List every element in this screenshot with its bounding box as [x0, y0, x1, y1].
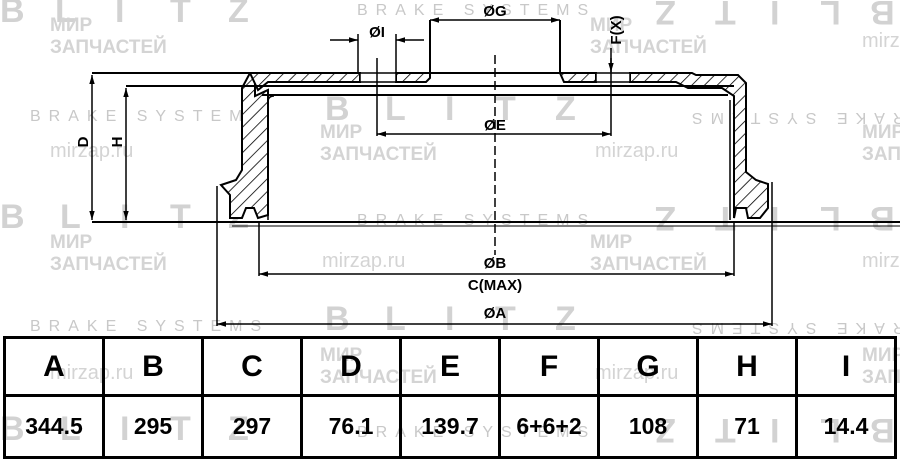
value-cell-F: 6+6+2 [498, 394, 600, 459]
header-cell-A: A [3, 336, 105, 397]
hub-boss [429, 17, 561, 72]
header-cell-I: I [795, 336, 897, 397]
table-header-row: A B C D E F G H I [3, 336, 897, 397]
dimension-table: A B C D E F G H I 344.5 295 297 76.1 139… [3, 336, 897, 459]
value-cell-H: 71 [696, 394, 798, 459]
dimension-H [123, 85, 240, 220]
label-D: D [75, 136, 92, 147]
label-H: H [109, 137, 126, 148]
label-G: ØG [483, 3, 506, 20]
label-C: C(MAX) [468, 277, 522, 294]
value-cell-A: 344.5 [3, 394, 105, 459]
drum-section-hatched [219, 72, 769, 220]
dimension-B [258, 222, 735, 277]
value-cell-I: 14.4 [795, 394, 897, 459]
header-cell-B: B [102, 336, 204, 397]
header-cell-F: F [498, 336, 600, 397]
value-cell-C: 297 [201, 394, 303, 459]
brake-drum-cross-section: ØG ØI ØE F(X) D H ØB C(MAX) ØA [75, 3, 900, 327]
dimension-D [89, 72, 250, 223]
header-cell-D: D [300, 336, 402, 397]
label-I: ØI [369, 24, 385, 41]
label-B: ØB [484, 255, 507, 272]
header-cell-C: C [201, 336, 303, 397]
header-cell-H: H [696, 336, 798, 397]
header-cell-G: G [597, 336, 699, 397]
label-A: ØA [484, 305, 507, 322]
label-F: F(X) [608, 15, 625, 44]
table-value-row: 344.5 295 297 76.1 139.7 6+6+2 108 71 14… [3, 394, 897, 459]
header-cell-E: E [399, 336, 501, 397]
label-E: ØE [484, 117, 506, 134]
value-cell-G: 108 [597, 394, 699, 459]
dimension-A [216, 182, 773, 327]
value-cell-D: 76.1 [300, 394, 402, 459]
value-cell-E: 139.7 [399, 394, 501, 459]
value-cell-B: 295 [102, 394, 204, 459]
dimension-I [330, 34, 424, 72]
